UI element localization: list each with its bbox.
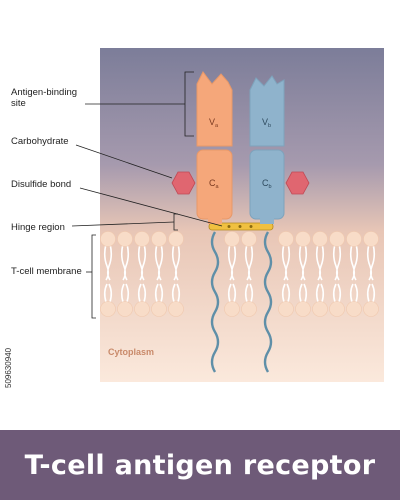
lipid-tail <box>103 283 113 303</box>
lipid-tail <box>332 283 342 303</box>
t-cell-membrane <box>100 231 379 317</box>
lipid-head <box>117 301 133 317</box>
lipid-tail <box>366 243 376 281</box>
lipid-head <box>241 231 257 247</box>
membrane-bracket <box>91 234 96 319</box>
lipid-tail <box>137 283 147 303</box>
lipid-tail <box>349 283 359 303</box>
lipid-tail <box>281 243 291 281</box>
lipid-tail <box>315 243 325 281</box>
lipid-head <box>363 301 379 317</box>
background-panel <box>100 48 384 382</box>
carbohydrate-left-icon <box>171 171 196 195</box>
cytoplasm-label: Cytoplasm <box>108 347 155 357</box>
lipid-head <box>151 231 167 247</box>
lipid-head <box>134 301 150 317</box>
lipid-tail <box>171 243 181 281</box>
beta-tail <box>263 231 273 373</box>
lipid-head <box>363 231 379 247</box>
v-beta-domain <box>249 75 285 147</box>
lipid-head <box>329 231 345 247</box>
lipid-tail <box>366 283 376 303</box>
lipid-head <box>224 231 240 247</box>
lipid-head <box>224 301 240 317</box>
antigen-binding-label: Antigen-binding site <box>11 87 78 109</box>
diagram-title: T-cell antigen receptor <box>24 449 376 481</box>
lipid-tail <box>154 283 164 303</box>
lipid-head <box>168 231 184 247</box>
lipid-tail <box>137 243 147 281</box>
lipid-head <box>168 301 184 317</box>
lipid-tail <box>227 243 237 281</box>
lipid-tail <box>244 283 254 303</box>
alpha-chain <box>196 71 233 224</box>
lipid-tail <box>298 283 308 303</box>
lipid-tail <box>103 243 113 281</box>
title-banner: T-cell antigen receptor <box>0 430 400 500</box>
carbohydrate-label: Carbohydrate <box>11 136 69 147</box>
alpha-tail <box>210 231 220 373</box>
lipid-tail <box>349 243 359 281</box>
tcr-diagram: Va Vb Ca Cb <box>71 48 384 382</box>
lipid-tail <box>315 283 325 303</box>
c-beta-label: Cb <box>262 178 272 190</box>
lipid-head <box>151 301 167 317</box>
lipid-head <box>100 301 116 317</box>
lipid-head <box>329 301 345 317</box>
carbohydrate-right-icon <box>285 171 310 195</box>
v-beta-label: Vb <box>262 117 271 129</box>
lipid-head <box>134 231 150 247</box>
lipid-head <box>100 231 116 247</box>
hinge-region-label: Hinge region <box>11 222 65 233</box>
lipid-tail <box>171 283 181 303</box>
lipid-head <box>295 301 311 317</box>
lipid-head <box>278 301 294 317</box>
lipid-head <box>241 301 257 317</box>
lipid-tail <box>244 243 254 281</box>
lipid-tail <box>227 283 237 303</box>
lipid-tail <box>332 243 342 281</box>
lipid-head <box>346 301 362 317</box>
lipid-head <box>312 231 328 247</box>
disulfide-bond-label: Disulfide bond <box>11 179 72 190</box>
stock-id: 509630940 <box>4 347 13 388</box>
lipid-tail <box>120 243 130 281</box>
leader-lines <box>71 71 223 319</box>
v-alpha-domain <box>196 71 233 147</box>
lipid-head <box>278 231 294 247</box>
lipid-tail <box>281 283 291 303</box>
lipid-tail <box>120 283 130 303</box>
v-alpha-label: Va <box>209 117 219 129</box>
beta-chain <box>249 75 285 224</box>
lipid-head <box>346 231 362 247</box>
lipid-head <box>117 231 133 247</box>
lipid-head <box>312 301 328 317</box>
disulfide-bond <box>227 225 253 228</box>
c-alpha-label: Ca <box>209 178 220 190</box>
lipid-tail <box>298 243 308 281</box>
lipid-tail <box>154 243 164 281</box>
t-cell-membrane-label: T-cell membrane <box>11 266 82 277</box>
lipid-head <box>295 231 311 247</box>
